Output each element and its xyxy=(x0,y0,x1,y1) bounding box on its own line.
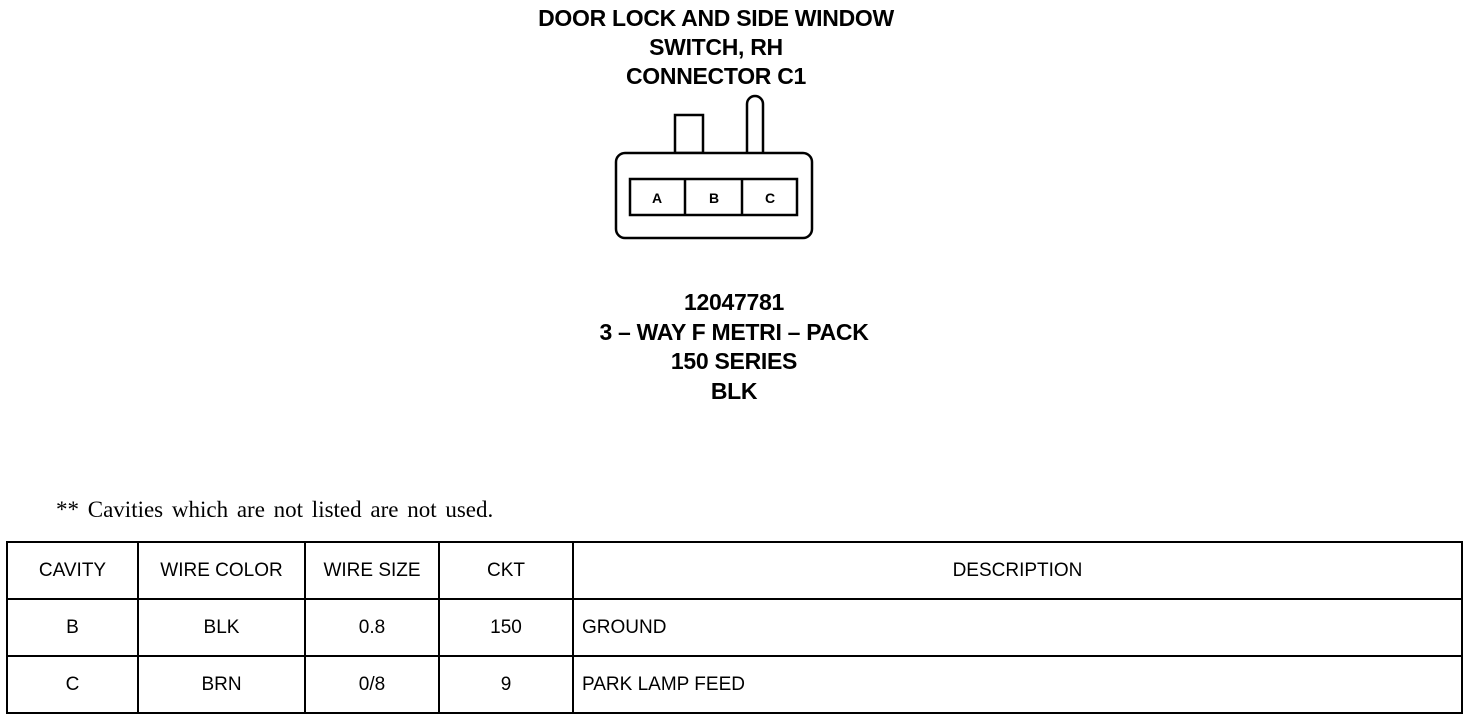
cell-description: GROUND xyxy=(572,598,1463,657)
cell-cavity: C xyxy=(6,655,139,714)
connector-body xyxy=(614,151,814,240)
connector-lock-tab xyxy=(673,113,705,155)
part-series: 150 SERIES xyxy=(670,348,798,374)
part-number: 12047781 xyxy=(684,289,784,315)
table-header-row: CAVITY WIRE COLOR WIRE SIZE CKT DESCRIPT… xyxy=(6,541,1463,600)
cell-wire-color: BLK xyxy=(137,598,306,657)
table-row: B BLK 0.8 150 GROUND xyxy=(6,598,1463,657)
title-line-3: CONNECTOR C1 xyxy=(626,63,806,89)
connector-title: DOOR LOCK AND SIDE WINDOW SWITCH, RH CON… xyxy=(0,4,1432,91)
unused-cavities-note: ** Cavities which are not listed are not… xyxy=(56,497,494,522)
pinout-table: CAVITY WIRE COLOR WIRE SIZE CKT DESCRIPT… xyxy=(6,541,1463,714)
table-row: C BRN 0/8 9 PARK LAMP FEED xyxy=(6,655,1463,714)
cell-ckt: 150 xyxy=(438,598,574,657)
part-type: 3 – WAY F METRI – PACK xyxy=(599,318,869,345)
cell-ckt: 9 xyxy=(438,655,574,714)
cavity-label-a: A xyxy=(652,190,662,206)
cell-wire-size: 0/8 xyxy=(304,655,440,714)
header-description: DESCRIPTION xyxy=(572,541,1463,600)
part-color: BLK xyxy=(710,377,758,404)
cavity-label-b: B xyxy=(709,190,719,206)
connector-latch-post xyxy=(745,94,765,153)
cell-wire-color: BRN xyxy=(137,655,306,714)
cavity-label-c: C xyxy=(765,190,775,206)
cell-description: PARK LAMP FEED xyxy=(572,655,1463,714)
header-wire-color: WIRE COLOR xyxy=(137,541,306,600)
title-line-1: DOOR LOCK AND SIDE WINDOW xyxy=(538,5,894,31)
cell-wire-size: 0.8 xyxy=(304,598,440,657)
cell-cavity: B xyxy=(6,598,139,657)
cavity-block xyxy=(628,177,799,217)
title-line-2: SWITCH, RH xyxy=(649,34,783,60)
header-wire-size: WIRE SIZE xyxy=(304,541,440,600)
part-info: 12047781 3 – WAY F METRI – PACK 150 SERI… xyxy=(0,288,1468,406)
header-ckt: CKT xyxy=(438,541,574,600)
header-cavity: CAVITY xyxy=(6,541,139,600)
connector-diagram: A B C xyxy=(614,94,814,240)
